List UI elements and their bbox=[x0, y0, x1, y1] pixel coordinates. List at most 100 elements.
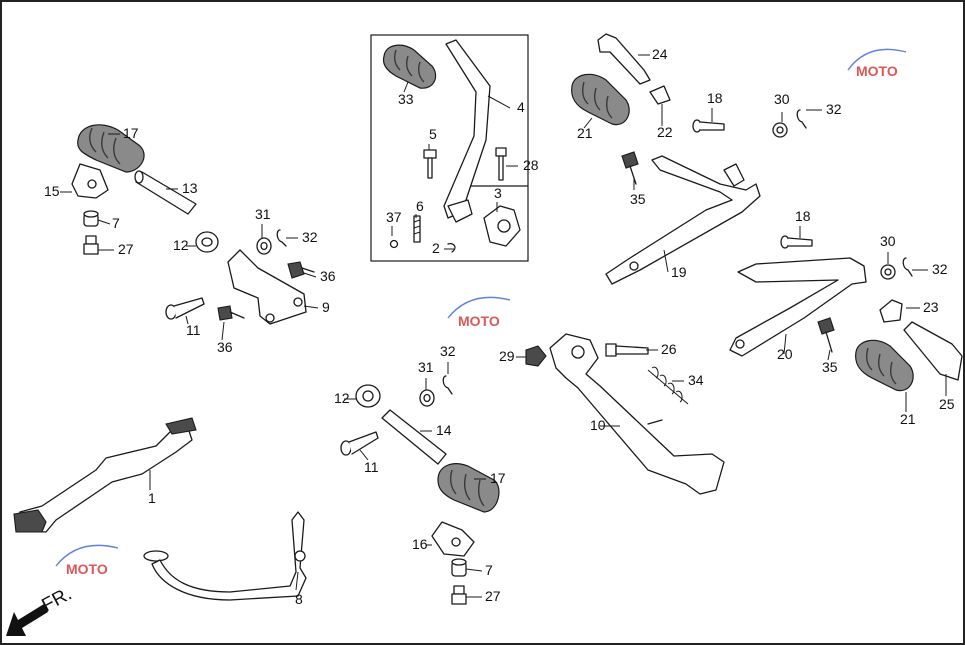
part-number-label: 18 bbox=[707, 90, 723, 106]
part-23-plate bbox=[879, 299, 903, 323]
leader-line bbox=[295, 571, 299, 591]
part-number-label: 20 bbox=[777, 346, 793, 362]
front-direction-indicator: FR. bbox=[6, 584, 75, 636]
part-number-label: 6 bbox=[416, 198, 424, 214]
part-number-label: 24 bbox=[652, 46, 668, 62]
part-number-label: 11 bbox=[186, 322, 201, 338]
part-number-label: 32 bbox=[440, 343, 456, 359]
watermark-text: MOTO bbox=[458, 313, 500, 329]
part-32-clip-center bbox=[442, 375, 453, 395]
part-27-bolt-left bbox=[83, 235, 99, 255]
part-number-label: 17 bbox=[123, 125, 139, 141]
part-number-label: 31 bbox=[418, 359, 434, 375]
part-number-label: 26 bbox=[661, 341, 677, 357]
part-32-clip-upper-right bbox=[796, 109, 807, 129]
part-number-label: 32 bbox=[302, 229, 318, 245]
watermark-center: MOTO bbox=[447, 296, 511, 329]
part-number-label: 5 bbox=[429, 126, 437, 142]
leader-line bbox=[403, 81, 409, 93]
leader-line bbox=[221, 321, 225, 341]
part-number-label: 29 bbox=[499, 348, 515, 364]
part-number-label: 30 bbox=[774, 91, 790, 107]
part-6-spring bbox=[413, 215, 421, 243]
part-18-pin-lower bbox=[780, 235, 813, 249]
part-11-pin-center bbox=[340, 431, 379, 456]
part-7-collar-left bbox=[83, 210, 99, 227]
part-21-passenger-rubber-upper bbox=[571, 73, 630, 126]
part-number-label: 35 bbox=[822, 359, 838, 375]
part-number-label: 13 bbox=[182, 180, 198, 196]
part-24-passenger-step-bar bbox=[597, 33, 651, 85]
part-number-label: 37 bbox=[386, 209, 402, 225]
part-number-label: 22 bbox=[657, 124, 673, 140]
part-number-label: 18 bbox=[795, 208, 811, 224]
part-12-washer-left bbox=[195, 231, 219, 253]
part-1-brake-pedal bbox=[13, 417, 197, 533]
part-9-footrest-holder bbox=[227, 249, 307, 325]
part-number-label: 32 bbox=[826, 101, 842, 117]
part-number-label: 23 bbox=[923, 299, 939, 315]
watermark-text: MOTO bbox=[66, 561, 108, 577]
part-number-label: 15 bbox=[44, 183, 60, 199]
part-14-footrest-pin bbox=[381, 409, 447, 465]
part-37-ball bbox=[389, 239, 399, 249]
part-number-label: 21 bbox=[900, 411, 916, 427]
part-number-labels: 1234567789101111121213141516171718181920… bbox=[44, 46, 955, 607]
part-number-label: 28 bbox=[523, 157, 539, 173]
part-number-label: 32 bbox=[932, 261, 948, 277]
part-number-label: 34 bbox=[688, 372, 704, 388]
part-number-label: 1 bbox=[148, 490, 156, 506]
part-21-passenger-rubber-lower bbox=[855, 339, 914, 392]
part-number-label: 7 bbox=[485, 562, 493, 578]
part-22-plate bbox=[649, 85, 671, 105]
part-number-label: 11 bbox=[364, 459, 379, 475]
part-33-kickstart-rubber bbox=[382, 44, 437, 89]
part-number-label: 19 bbox=[671, 264, 687, 280]
part-number-label: 14 bbox=[436, 422, 452, 438]
part-28-bolt bbox=[495, 147, 507, 181]
part-4-kickstart-arm bbox=[443, 39, 491, 223]
part-number-label: 35 bbox=[630, 191, 646, 207]
part-10-main-stand bbox=[549, 333, 725, 495]
part-7-collar-center bbox=[451, 558, 467, 577]
front-arrow-icon bbox=[6, 604, 48, 636]
leader-line bbox=[783, 333, 787, 355]
part-20-passenger-holder-lower bbox=[729, 257, 867, 357]
part-13-footrest-pin bbox=[134, 170, 197, 215]
leader-line bbox=[303, 305, 319, 309]
part-16-footrest-bracket bbox=[431, 521, 475, 557]
part-36-bolt-upper bbox=[287, 261, 315, 279]
part-number-label: 25 bbox=[939, 396, 955, 412]
part-number-label: 21 bbox=[577, 125, 593, 141]
part-number-label: 31 bbox=[255, 206, 271, 222]
watermark-top-right: MOTO bbox=[847, 48, 907, 79]
part-18-pin-upper bbox=[692, 119, 725, 133]
part-number-label: 36 bbox=[217, 339, 233, 355]
leader-lines bbox=[60, 54, 947, 598]
part-number-label: 2 bbox=[432, 240, 440, 256]
part-number-label: 12 bbox=[173, 237, 189, 253]
part-11-pin-left bbox=[165, 297, 205, 320]
part-number-label: 8 bbox=[295, 591, 303, 607]
part-26-stand-bolt bbox=[605, 343, 649, 357]
part-32-clip-left bbox=[276, 229, 287, 247]
part-number-label: 9 bbox=[322, 299, 330, 315]
leader-line bbox=[303, 272, 317, 278]
part-number-label: 27 bbox=[485, 588, 501, 604]
part-17-footrest-rubber-left bbox=[77, 124, 145, 173]
part-15-footrest-bracket bbox=[71, 163, 109, 199]
part-number-label: 17 bbox=[490, 470, 506, 486]
part-34-stand-spring bbox=[647, 366, 689, 405]
part-number-label: 33 bbox=[398, 91, 414, 107]
part-30-washer-upper bbox=[772, 122, 788, 138]
part-17-footrest-rubber-center bbox=[437, 463, 500, 513]
kickstart-group-box bbox=[370, 34, 529, 262]
part-27-bolt-center bbox=[451, 585, 467, 605]
part-number-label: 4 bbox=[517, 99, 525, 115]
part-5-kickstart-bolt bbox=[423, 149, 437, 179]
part-number-label: 27 bbox=[118, 241, 134, 257]
part-number-label: 12 bbox=[334, 390, 350, 406]
watermark-text: MOTO bbox=[856, 63, 898, 79]
part-number-label: 30 bbox=[880, 233, 896, 249]
leader-line bbox=[663, 249, 669, 273]
